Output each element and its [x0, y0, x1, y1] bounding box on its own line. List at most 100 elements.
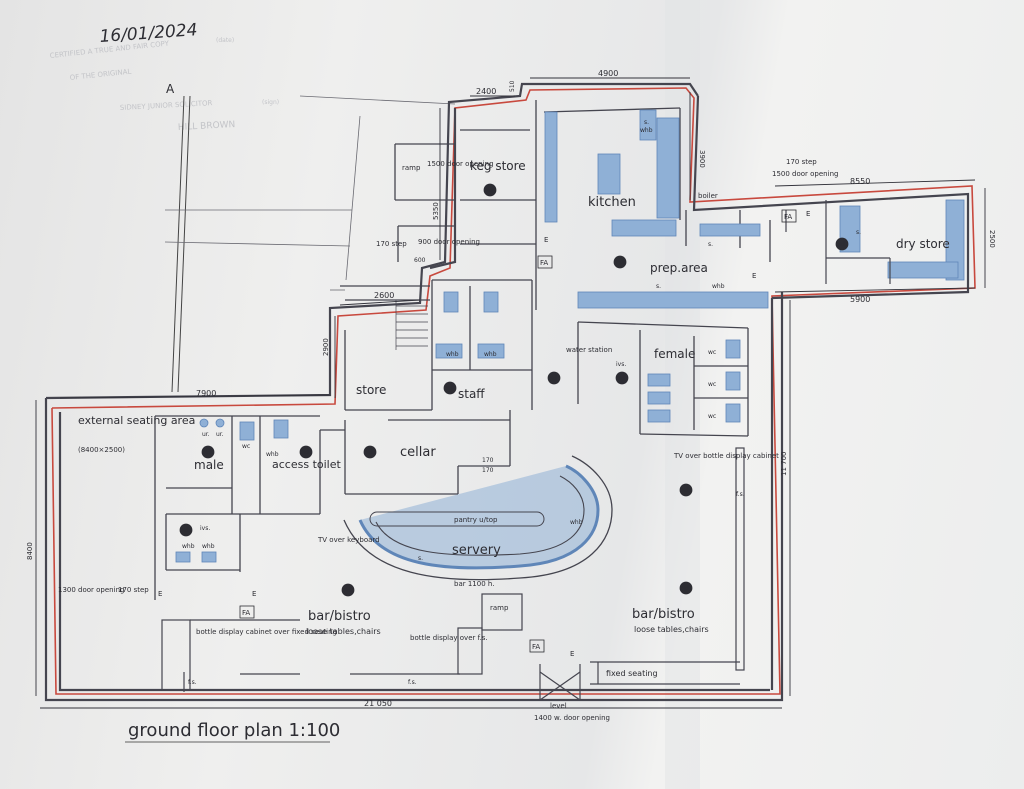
female-toilet-walls: [577, 321, 749, 437]
label-female: female: [654, 347, 695, 361]
label-cellar: cellar: [400, 445, 436, 460]
dim-170-step-b: 170 step: [786, 158, 817, 166]
dim-3900: 3900: [698, 150, 706, 168]
label-door-900: 900 door opening: [418, 238, 480, 246]
whb-access: whb: [266, 451, 279, 458]
label-door-1500-right: 1500 door opening: [772, 170, 838, 178]
sd-bistro-upper: sd: [682, 487, 689, 494]
label-door-1500-top: 1500 door opening: [427, 160, 493, 168]
hd-prep: hd: [616, 259, 624, 266]
label-bottle-cabinet-left: bottle display cabinet over fixed seatin…: [196, 628, 337, 636]
sd-bistro-right: sd: [682, 585, 689, 592]
wc-female-2: wc: [708, 381, 716, 388]
label-servery: servery: [452, 543, 501, 558]
wc-female-3: wc: [708, 413, 716, 420]
dim-2500: 2500: [988, 230, 996, 248]
sd-water: sd: [550, 375, 557, 382]
dim-21050: 21 050: [364, 699, 392, 708]
dim-8550: 8550: [850, 177, 870, 186]
label-bar-length: bar 1100 h.: [454, 580, 495, 588]
ur-2: ur.: [216, 431, 224, 438]
wc-female-1: wc: [708, 349, 716, 356]
whb-staff-2: whb: [484, 351, 497, 358]
stair-treads: [395, 300, 428, 350]
dim-600: 600: [414, 257, 426, 264]
fs-label-c: f.s.: [736, 491, 745, 498]
sd-dry-store: sd: [838, 241, 845, 248]
dim-4900: 4900: [598, 69, 618, 78]
dim-8400: 8400: [26, 542, 34, 560]
label-dry-store: dry store: [896, 237, 950, 251]
label-ramp-top: ramp: [402, 164, 421, 172]
dim-2900: 2900: [322, 338, 330, 356]
site-context-lines: [164, 95, 456, 291]
s-prep: s.: [656, 283, 661, 290]
fa-boxes: [239, 209, 797, 653]
staff-fixtures: [435, 291, 505, 359]
whb-servery: whb: [570, 519, 583, 526]
dim-11700: 11 700: [780, 452, 788, 477]
staff-cellar-walls: [319, 279, 533, 514]
dim-5350: 5350: [432, 202, 440, 220]
dim-2400: 2400: [476, 87, 496, 96]
whb-male-1: whb: [182, 543, 195, 550]
label-bar-bistro-right: bar/bistro: [632, 607, 695, 622]
stamp-line-4: HILL BROWN: [178, 120, 236, 133]
stamp-sign-hint: (sign): [262, 99, 279, 106]
ivs-female: ivs.: [616, 361, 626, 368]
stamp-line-2: OF THE ORIGINAL: [69, 68, 131, 82]
section-line-a: [171, 95, 191, 393]
fa-kitchen: FA: [540, 259, 548, 267]
label-ramp-bottom: ramp: [490, 604, 509, 612]
dry-store-walls: [785, 200, 891, 284]
s-kitchen: s.: [644, 119, 649, 126]
bistro-fixtures: [161, 447, 745, 701]
sd-access: sd: [302, 449, 309, 456]
fa-west: FA: [242, 609, 250, 617]
exit-kitchen: E: [544, 236, 548, 244]
label-bar-bistro-left: bar/bistro: [308, 609, 371, 624]
ivs-male: ivs.: [200, 525, 210, 532]
fa-boiler: FA: [784, 213, 792, 221]
outer-walls: [44, 82, 970, 702]
dim-510: 510: [509, 80, 516, 92]
whb-male-2: whb: [202, 543, 215, 550]
label-level: level: [550, 702, 567, 710]
label-keg-store: keg store: [470, 159, 526, 173]
dimension-lines: [35, 77, 986, 709]
dim-170-a: 170: [482, 457, 494, 464]
label-door-1300: 1300 door opening: [58, 586, 124, 594]
label-access-toilet: access toilet: [272, 458, 341, 471]
stamp-date-hint: (date): [216, 37, 234, 44]
dim-170-step-c: 170 step: [118, 586, 149, 594]
site-boundary-red: [51, 87, 976, 695]
label-staff: staff: [458, 387, 485, 401]
sd-keg-store: sd: [486, 187, 493, 194]
female-fixtures: [647, 339, 741, 423]
label-fixed-seating: fixed seating: [606, 669, 658, 678]
label-store: store: [356, 383, 386, 397]
fs-label-b: f.s.: [408, 679, 417, 686]
label-bottle-display-fs: bottle display over f.s.: [410, 634, 488, 642]
whb-staff-1: whb: [446, 351, 459, 358]
fa-south: FA: [532, 643, 540, 651]
s-servery: s.: [418, 555, 423, 562]
label-male: male: [194, 458, 224, 472]
male-toilet-walls: [154, 415, 320, 600]
dim-170-b: 170: [482, 467, 494, 474]
kitchen-benches: [544, 109, 965, 309]
sd-staff: sd: [446, 385, 453, 392]
ur-1: ur.: [202, 431, 210, 438]
label-water-station: water station: [566, 346, 612, 354]
sd-female: sd: [618, 375, 625, 382]
exit-external: E: [158, 590, 162, 598]
label-door-1400: 1400 w. door opening: [534, 714, 610, 722]
exit-west: E: [252, 590, 256, 598]
label-external-seating-size: (8400×2500): [78, 446, 125, 454]
label-pantry: pantry u/top: [454, 516, 498, 524]
s-dry: s.: [856, 229, 861, 236]
label-loose-tables-left: loose tables,chairs: [306, 627, 381, 636]
sd-cellar: sd: [366, 449, 373, 456]
exit-south: E: [570, 650, 574, 658]
